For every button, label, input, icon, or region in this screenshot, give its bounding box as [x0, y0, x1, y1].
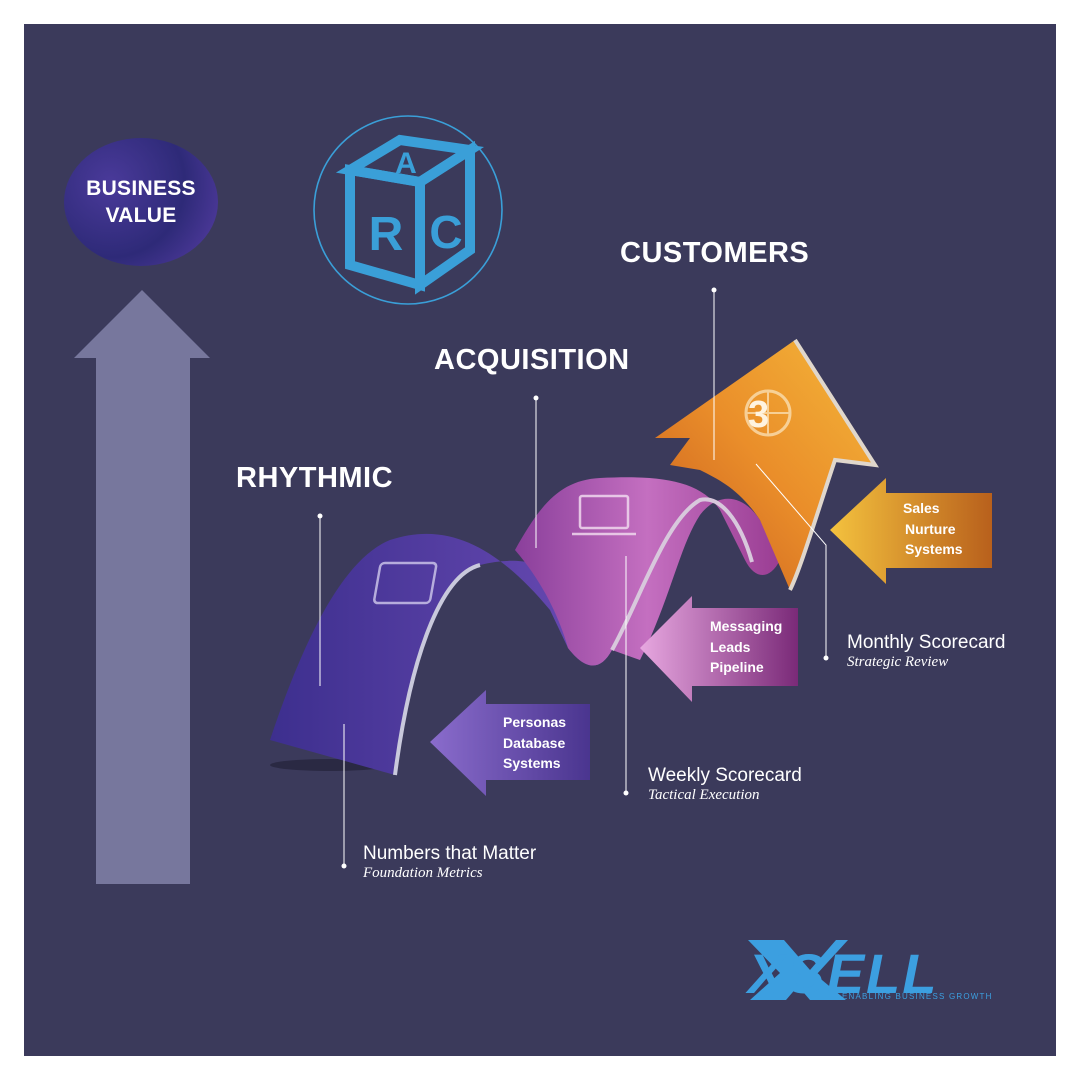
- milestone-monthly: Monthly Scorecard Strategic Review: [847, 632, 1005, 671]
- arrow-sales-line2: Nurture: [905, 520, 956, 537]
- arrow-messaging-line3: Pipeline: [710, 659, 764, 675]
- milestone-monthly-subtitle: Strategic Review: [847, 654, 949, 670]
- arrow-messaging-line1: Messaging: [710, 618, 783, 634]
- brand-tagline: ENABLING BUSINESS GROWTH: [842, 992, 993, 1001]
- ribbon-rhythmic: [270, 533, 612, 775]
- globe-icon: [744, 389, 792, 437]
- xsell-logo-mark: [748, 940, 848, 1000]
- heading-acquisition: ACQUISITION: [434, 344, 630, 376]
- arrow-personas-line1: Personas: [503, 714, 567, 730]
- arrow-sales: [830, 478, 992, 584]
- business-value-arrow: [74, 290, 210, 884]
- arrow-sales-line1: Sales: [903, 500, 940, 516]
- milestone-numbers: Numbers that Matter Foundation Metrics: [363, 843, 536, 882]
- arrow-personas-label: Personas Database Systems: [503, 712, 566, 774]
- milestone-weekly-subtitle: Tactical Execution: [648, 787, 760, 803]
- milestone-monthly-title: Monthly Scorecard: [847, 632, 1006, 653]
- arrow-personas-line2: Database: [503, 734, 566, 751]
- business-value-badge: BUSINESS VALUE: [64, 138, 218, 266]
- milestone-weekly-title: Weekly Scorecard: [648, 765, 802, 786]
- arrow-messaging-label: Messaging Leads Pipeline: [710, 616, 782, 678]
- connector-dots: [317, 287, 829, 869]
- calendar-icon: [373, 561, 438, 605]
- milestone-numbers-title: Numbers that Matter: [363, 843, 537, 864]
- logo-letter-a: A: [395, 147, 417, 180]
- logo-letter-r: R: [369, 208, 404, 261]
- arrow-sales-line3: Systems: [905, 541, 963, 557]
- arrow-messaging-line2: Leads: [710, 638, 751, 655]
- ribbon-customers: [655, 340, 875, 590]
- milestone-weekly: Weekly Scorecard Tactical Execution: [648, 765, 802, 804]
- laptop-icon: [572, 494, 636, 536]
- milestone-numbers-subtitle: Foundation Metrics: [363, 865, 483, 881]
- arrow-personas: [430, 690, 590, 796]
- business-value-line2: VALUE: [105, 204, 177, 227]
- arrow-personas-line3: Systems: [503, 755, 561, 771]
- arrow-messaging: [640, 596, 798, 702]
- business-value-line1: BUSINESS: [86, 177, 196, 200]
- heading-customers: CUSTOMERS: [620, 237, 810, 269]
- connector-lines: [319, 290, 827, 866]
- arc-logo: A R C: [313, 115, 503, 305]
- brand-name: XSELL: [748, 942, 939, 1005]
- heading-rhythmic: RHYTHMIC: [236, 462, 394, 494]
- logo-letter-c: C: [429, 206, 462, 258]
- step-number-badge: 3: [748, 394, 770, 436]
- arrow-sales-label: Sales Nurture Systems: [903, 498, 963, 560]
